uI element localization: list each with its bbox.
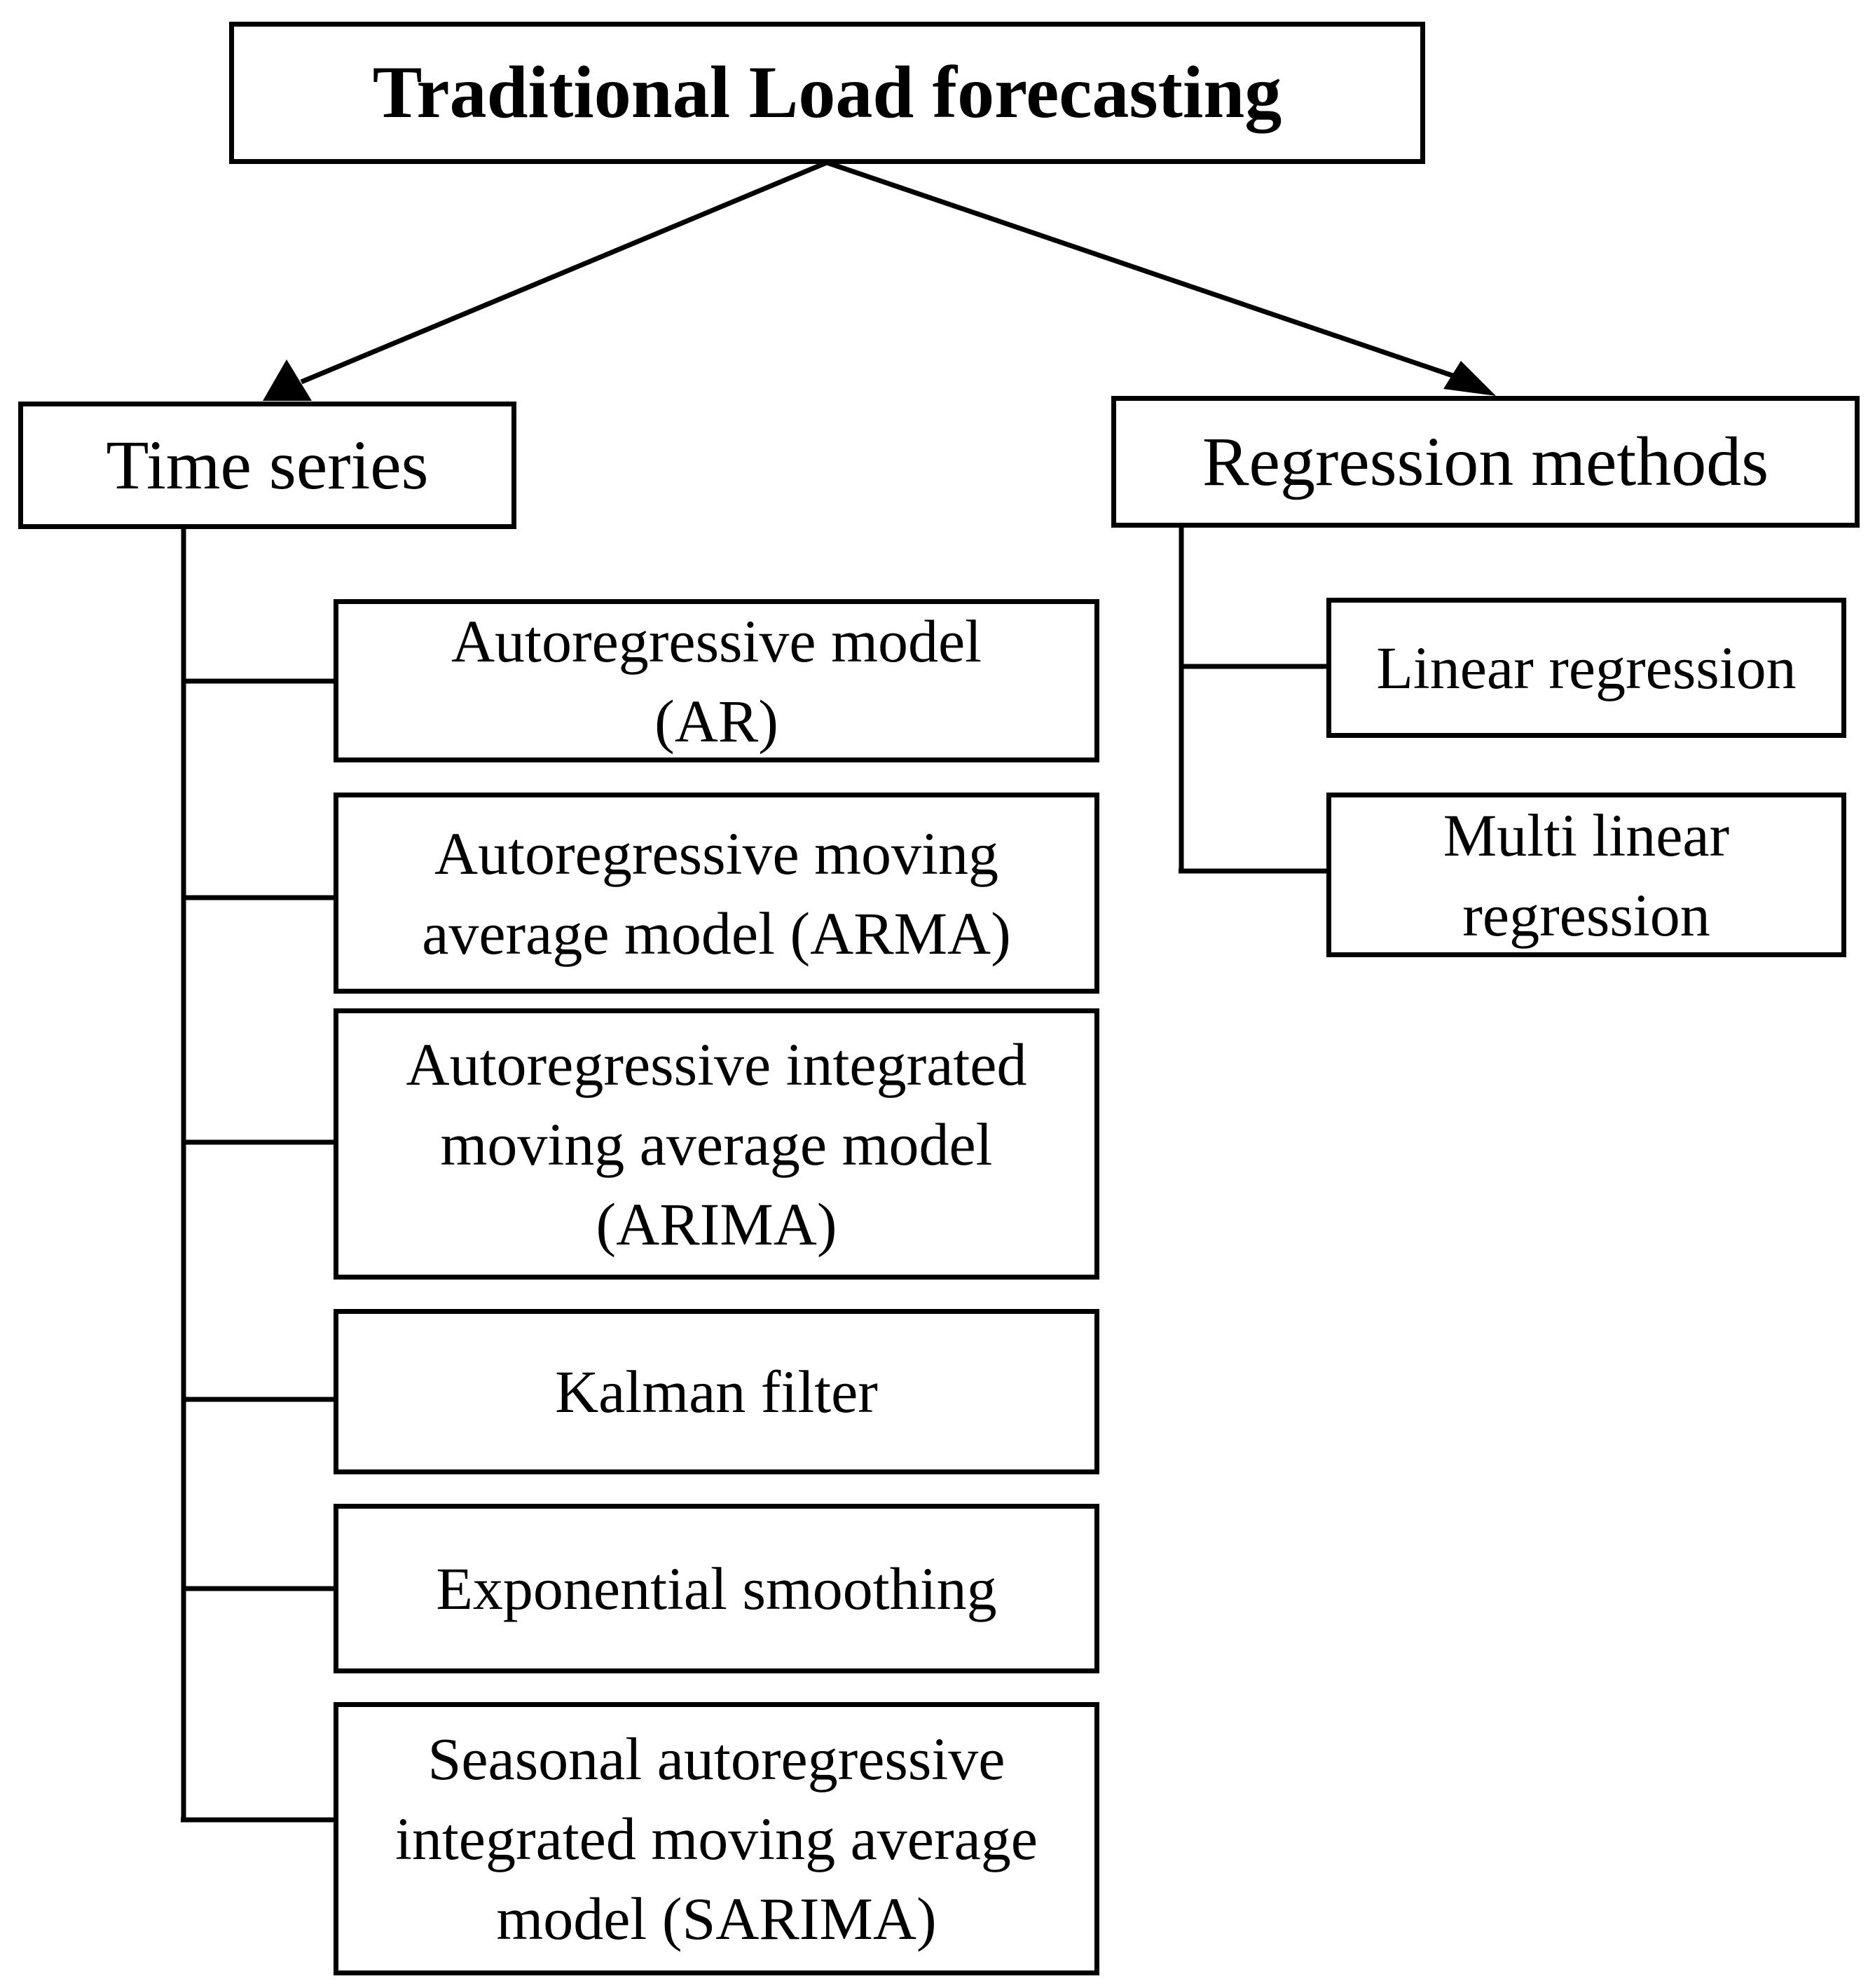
leaf-sarima: Seasonal autoregressive integrated movin… (334, 1702, 1099, 1975)
leaf-arma: Autoregressive moving average model (ARM… (334, 793, 1099, 994)
category-time-series: Time series (18, 402, 516, 529)
leaf-exponential-smoothing: Exponential smoothing (334, 1504, 1099, 1673)
leaf-label: Multi linear regression (1443, 801, 1730, 949)
leaf-kalman-filter: Kalman filter (334, 1309, 1099, 1474)
leaf-label: Exponential smoothing (436, 1555, 997, 1622)
leaf-label: Autoregressive model (AR) (451, 607, 982, 755)
root-node: Traditional Load forecasting (229, 22, 1425, 164)
leaf-multi-linear-regression: Multi linear regression (1326, 793, 1846, 957)
leaf-label: Kalman filter (555, 1358, 878, 1425)
leaf-label: Autoregressive integrated moving average… (406, 1030, 1027, 1258)
category-label: Time series (106, 426, 429, 504)
leaf-ar: Autoregressive model (AR) (334, 599, 1099, 762)
category-regression-methods: Regression methods (1111, 396, 1860, 528)
category-label: Regression methods (1202, 423, 1769, 500)
arrow-to-time-series (300, 160, 828, 385)
leaf-label: Linear regression (1376, 634, 1797, 701)
leaf-label: Autoregressive moving average model (ARM… (422, 819, 1011, 967)
leaf-linear-regression: Linear regression (1326, 598, 1846, 738)
arrowhead-regression-methods (1443, 361, 1496, 396)
leaf-arima: Autoregressive integrated moving average… (334, 1008, 1099, 1280)
arrowhead-time-series (263, 359, 312, 401)
arrow-to-regression-methods (825, 160, 1462, 381)
leaf-label: Seasonal autoregressive integrated movin… (395, 1725, 1038, 1952)
root-label: Traditional Load forecasting (372, 51, 1282, 134)
